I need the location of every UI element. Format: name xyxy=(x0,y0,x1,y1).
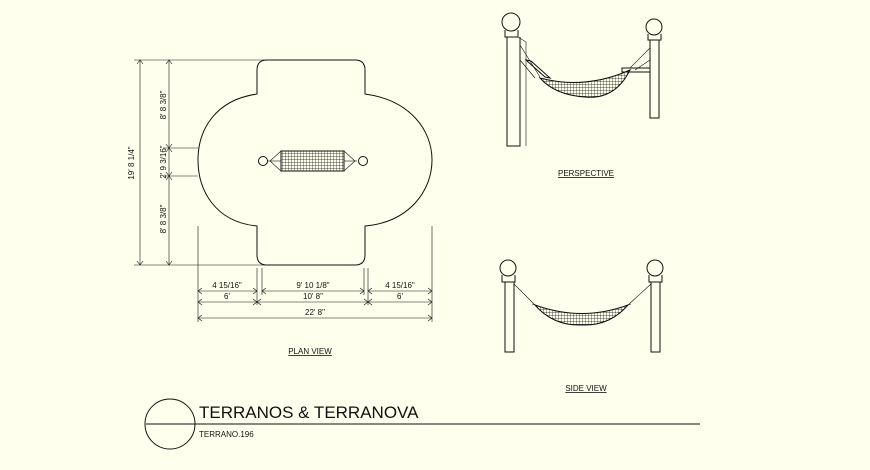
plan-vertical-dimensions: 19' 8 1/4" 8' 8 3/8" 2' 9 3/16" 8' 8 3/8… xyxy=(127,59,267,266)
plan-horizontal-dimensions: 4 15/16" 9' 10 1/8" 4 15/16" 6' 10' 8" 6… xyxy=(197,226,433,322)
side-post-cap-right xyxy=(646,259,664,277)
drawing-title: TERRANOS & TERRANOVA xyxy=(199,403,419,422)
dim-left-lower: 6' xyxy=(224,292,230,301)
perspective-post-cap-right xyxy=(645,18,663,36)
plan-hammock xyxy=(258,150,368,172)
dim-left-upper: 4 15/16" xyxy=(212,281,242,290)
plan-post-right xyxy=(358,156,368,166)
drawing-subtitle: TERRANO.196 xyxy=(199,430,254,439)
side-post-cap-left xyxy=(499,259,517,277)
dim-right-upper: 4 15/16" xyxy=(385,281,415,290)
perspective-view: PERSPECTIVE xyxy=(501,12,663,178)
plan-view-caption: PLAN VIEW xyxy=(288,347,332,356)
side-hammock-bed xyxy=(533,303,630,326)
plan-post-left xyxy=(258,156,268,166)
dim-overall-width: 22' 8" xyxy=(305,308,325,317)
perspective-hammock-bed xyxy=(538,68,632,98)
plan-view: 19' 8 1/4" 8' 8 3/8" 2' 9 3/16" 8' 8 3/8… xyxy=(127,59,433,356)
dim-center-lower: 10' 8" xyxy=(303,292,323,301)
dim-right-lower: 6' xyxy=(397,292,403,301)
dim-middle-height: 2' 9 3/16" xyxy=(159,145,168,178)
dim-center-upper: 9' 10 1/8" xyxy=(296,281,329,290)
plan-safety-zone-outline xyxy=(197,59,433,266)
title-block: TERRANOS & TERRANOVA TERRANO.196 xyxy=(144,398,700,450)
side-view-caption: SIDE VIEW xyxy=(565,384,607,393)
perspective-post-cap-left xyxy=(501,12,521,32)
perspective-caption: PERSPECTIVE xyxy=(558,169,614,178)
side-view: SIDE VIEW xyxy=(499,259,664,393)
dim-top-height: 8' 8 3/8" xyxy=(159,90,168,119)
dim-overall-height: 19' 8 1/4" xyxy=(127,146,136,179)
dim-bottom-height: 8' 8 3/8" xyxy=(159,204,168,233)
